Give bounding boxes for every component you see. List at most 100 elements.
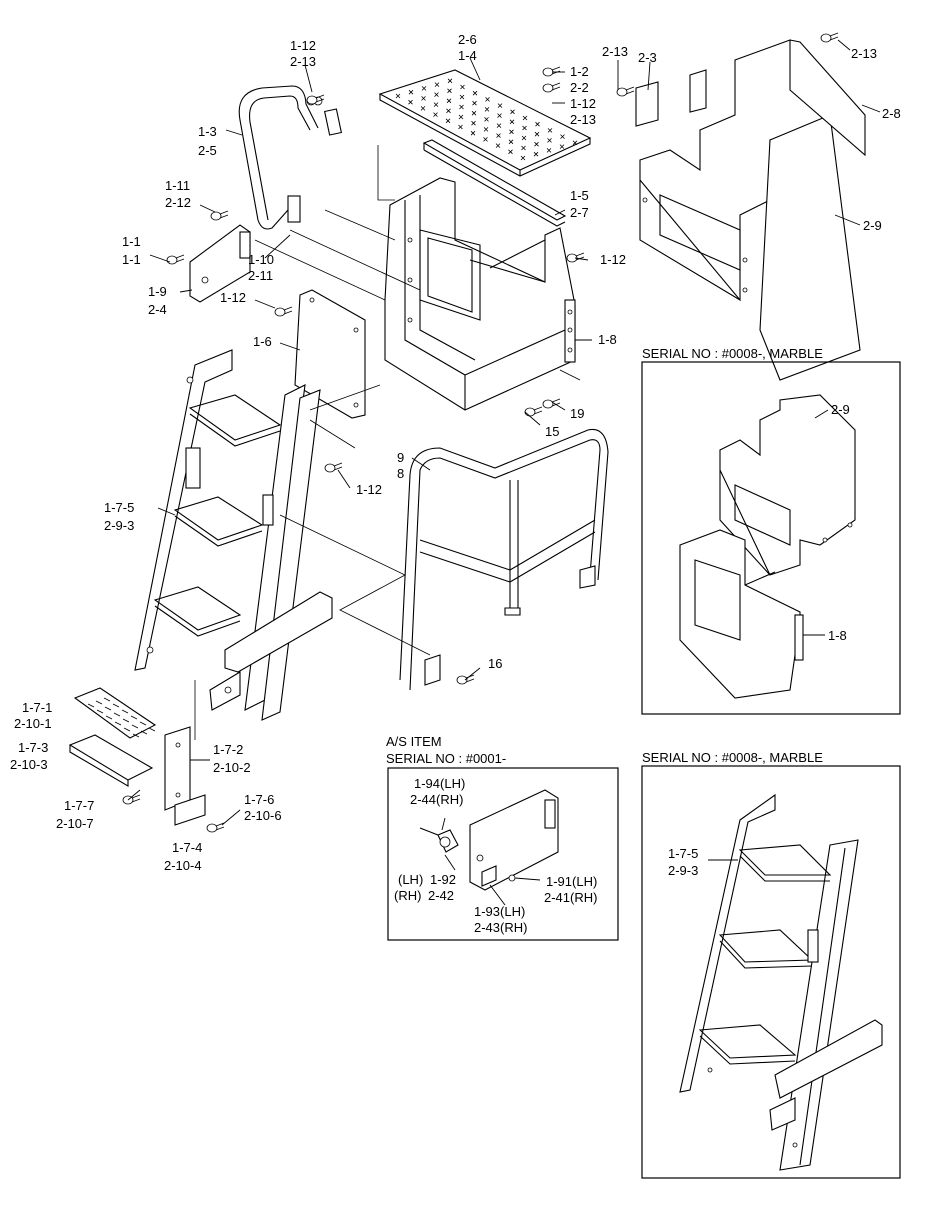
label-2-10-7: 2-10-7 <box>56 816 94 831</box>
part-labels: 1-12 2-13 2-6 1-4 1-2 2-2 1-12 2-13 1-3 … <box>10 32 901 935</box>
label-2-43-rh: 2-43(RH) <box>474 920 527 935</box>
label-2-5: 2-5 <box>198 143 217 158</box>
bolt-icon <box>616 86 635 97</box>
perforation-mark <box>472 90 478 96</box>
label-19: 19 <box>570 406 584 421</box>
label-1-3: 1-3 <box>198 124 217 139</box>
label-1-12: 1-12 <box>600 252 626 267</box>
perforation-mark <box>496 133 501 138</box>
label-1-94-lh: 1-94(LH) <box>414 776 465 791</box>
label-1-10: 1-10 <box>248 252 274 267</box>
perforation-mark <box>497 113 502 118</box>
label-2-11: 2-11 <box>248 268 273 283</box>
perforation-mark <box>447 88 452 94</box>
label-1-93-lh: 1-93(LH) <box>474 904 525 919</box>
perforation-mark <box>395 93 401 99</box>
perforation-mark <box>446 98 452 104</box>
label-1-6: 1-6 <box>253 334 272 349</box>
perforation-mark <box>534 141 539 147</box>
label-1-7-4: 1-7-4 <box>172 840 202 855</box>
perforation-mark <box>510 109 515 115</box>
side-cover-plate <box>189 224 251 303</box>
bolt-icon <box>210 210 229 221</box>
label-2-42: 2-42 <box>428 888 454 903</box>
label-1-7-3: 1-7-3 <box>18 740 48 755</box>
perforation-mark <box>472 100 477 106</box>
perforation-mark <box>421 96 426 101</box>
perforation-mark <box>521 145 526 151</box>
label-2-13: 2-13 <box>851 46 877 61</box>
perforation-mark <box>484 117 489 122</box>
support-bracket <box>422 139 567 227</box>
label-1-1: 1-1 <box>122 252 141 267</box>
handrail-part <box>238 85 343 230</box>
label-1-91-lh: 1-91(LH) <box>546 874 597 889</box>
perforation-mark <box>534 131 540 137</box>
tread-slot <box>95 700 103 705</box>
label-1-7-2: 1-7-2 <box>213 742 243 757</box>
label-1-11: 1-11 <box>165 178 190 193</box>
perforation-mark <box>547 138 552 143</box>
bolt-icon <box>820 32 839 43</box>
label-1-92: 1-92 <box>430 872 456 887</box>
guard-rail <box>399 428 609 691</box>
perforation-mark <box>508 149 513 155</box>
inset-serial-0008-frame <box>641 361 901 715</box>
perforation-mark <box>460 84 465 90</box>
label-1-8: 1-8 <box>828 628 847 643</box>
label-2-13: 2-13 <box>290 54 316 69</box>
tread-slot <box>105 715 113 720</box>
bolt-icon <box>166 254 185 265</box>
tread-slot <box>139 721 147 726</box>
bolt-icon <box>542 66 561 77</box>
tread-slot <box>96 709 104 714</box>
perforation-mark <box>471 110 477 116</box>
label-2-7: 2-7 <box>570 205 589 220</box>
label-2-9-3: 2-9-3 <box>668 863 698 878</box>
perforation-mark <box>420 106 426 111</box>
perforation-mark <box>446 108 451 114</box>
perforation-mark <box>572 140 578 146</box>
tread-slot <box>103 697 111 702</box>
perforation-mark <box>458 124 463 130</box>
leader-lines <box>127 39 881 826</box>
inset-as-item <box>387 767 619 941</box>
step-box-frame <box>384 177 576 411</box>
perforation-mark <box>483 127 489 132</box>
step-tread-parts <box>68 687 206 826</box>
upper-frame-assembly <box>635 39 866 381</box>
bolt-icon <box>122 794 141 805</box>
tread-slot <box>121 709 129 714</box>
perforation-mark <box>470 130 476 136</box>
bolt-icon <box>566 252 585 263</box>
tread-slot <box>148 727 156 732</box>
label-lh: (LH) <box>398 872 423 887</box>
label-1-2: 1-2 <box>570 64 589 79</box>
label-2-3: 2-3 <box>638 50 657 65</box>
label-2-8: 2-8 <box>882 106 901 121</box>
label-1-7-1: 1-7-1 <box>22 700 52 715</box>
label-2-13: 2-13 <box>570 112 596 127</box>
perforation-mark <box>445 118 451 124</box>
perforation-mark <box>434 82 440 87</box>
label-2-10-3: 2-10-3 <box>10 757 48 772</box>
label-15: 15 <box>545 424 559 439</box>
label-2-10-6: 2-10-6 <box>244 808 282 823</box>
perforation-mark <box>497 103 503 108</box>
label-8: 8 <box>397 466 404 481</box>
label-1-4: 1-4 <box>458 48 477 63</box>
perforation-mark <box>520 155 526 161</box>
perforation-mark <box>447 78 453 84</box>
label-2-4: 2-4 <box>148 302 167 317</box>
tread-slot <box>104 706 112 711</box>
label-1-7-5: 1-7-5 <box>668 846 698 861</box>
bolt-icon <box>542 82 561 93</box>
label-1-12: 1-12 <box>356 482 382 497</box>
ladder-assembly <box>134 349 333 721</box>
label-2-2: 2-2 <box>570 80 589 95</box>
tread-slot <box>114 721 122 726</box>
bolt-icon <box>324 462 343 473</box>
tread-slot <box>87 703 95 708</box>
